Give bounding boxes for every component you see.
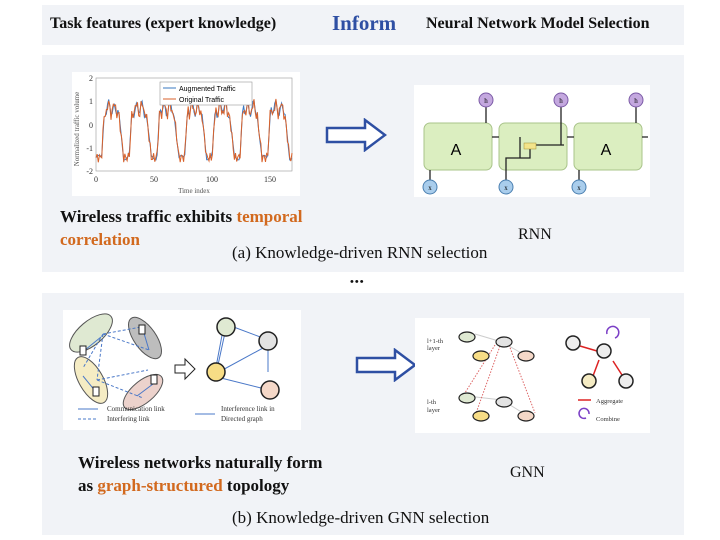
legend-comm: Communication link (107, 405, 165, 413)
layer-top-label: layer (427, 345, 441, 352)
ytick: 0 (89, 121, 93, 130)
legend-directed-1: Interference link in (221, 405, 275, 413)
rnn-cell (573, 122, 643, 171)
legend-original: Original Traffic (179, 97, 224, 104)
ytick: -1 (86, 144, 93, 153)
xtick: 0 (94, 175, 98, 184)
xtick: 100 (206, 175, 218, 184)
legend-interf: Interfering link (107, 415, 150, 423)
traffic-chart: Normalized traffic volume 2 1 0 -1 -2 0 … (72, 72, 300, 196)
ytick: -2 (86, 167, 93, 176)
header-task-features: Task features (expert knowledge) (50, 15, 277, 32)
layer-bottom-label: l-th (427, 399, 437, 406)
legend-augmented: Augmented Traffic (179, 86, 236, 93)
rnn-model-label: RNN (518, 226, 552, 243)
header-model-selection: Neural Network Model Selection (426, 15, 650, 32)
gnn-diagram: l+1-th layer l-th layer Aggregate Combin… (415, 318, 650, 433)
text-line1: Wireless networks naturally form (78, 453, 323, 472)
caption-a: (a) Knowledge-driven RNN selection (232, 243, 488, 262)
ellipsis: ••• (350, 276, 365, 288)
text-plain: topology (222, 476, 290, 495)
caption-b: (b) Knowledge-driven GNN selection (232, 508, 490, 527)
rnn-task-text: Wireless traffic exhibits temporal corre… (60, 205, 330, 251)
legend-directed-2: Directed graph (221, 415, 263, 423)
layer-top-label: l+1-th (427, 338, 444, 345)
wireless-graph-diagram: Communication link Interfering link Inte… (63, 310, 301, 430)
text-highlight: temporal correlation (60, 207, 303, 249)
chart-legend (159, 81, 253, 106)
gnn-model-label: GNN (510, 464, 545, 481)
gnn-task-text: Wireless networks naturally form as graph… (78, 451, 378, 497)
layer-bottom-label: layer (427, 407, 441, 414)
text-plain: Wireless traffic exhibits (60, 207, 237, 226)
rnn-diagram: A A h h h x x x (414, 85, 650, 197)
chart-xlabel: Time index (178, 187, 210, 195)
x-label: x (428, 184, 432, 192)
xtick: 50 (150, 175, 158, 184)
chart-ylabel: Normalized traffic volume (73, 92, 81, 167)
cell-label: A (451, 142, 462, 159)
ytick: 2 (89, 74, 93, 83)
combine-label: Combine (596, 416, 620, 423)
series-augmented (95, 98, 293, 161)
inform-arrow-icon (325, 118, 387, 152)
inform-arrow-icon (355, 348, 417, 382)
h-label: h (484, 97, 488, 105)
text-plain: as (78, 476, 98, 495)
text-highlight: graph-structured (97, 476, 223, 495)
series-original (95, 97, 293, 163)
header-inform: Inform (332, 11, 397, 35)
aggregate-label: Aggregate (596, 398, 623, 405)
h-label: h (634, 97, 638, 105)
header-bar (42, 5, 684, 45)
cell-label: A (601, 142, 612, 159)
x-label: x (577, 184, 581, 192)
xtick: 150 (264, 175, 276, 184)
rnn-cell (423, 122, 493, 171)
ytick: 1 (89, 97, 93, 106)
x-label: x (504, 184, 508, 192)
h-label: h (559, 97, 563, 105)
